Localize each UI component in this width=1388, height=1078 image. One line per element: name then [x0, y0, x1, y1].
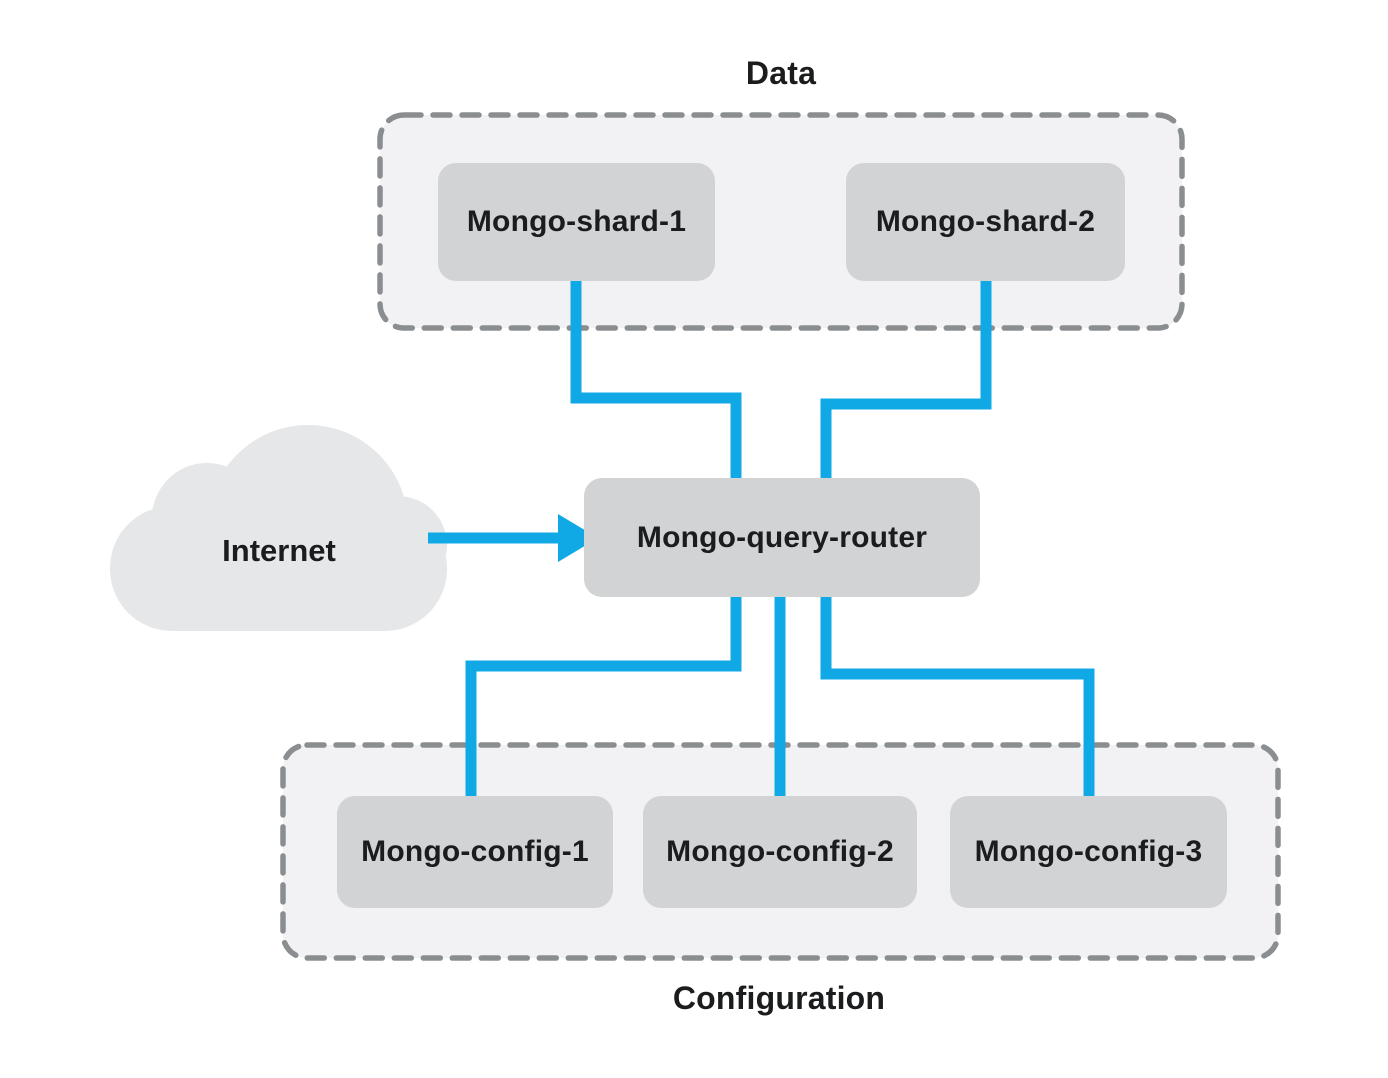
- node-label: Mongo-query-router: [636, 520, 928, 554]
- configuration-group-label: Configuration: [672, 980, 886, 1016]
- node-label: Mongo-config-2: [666, 835, 894, 868]
- connector-router-config3: [820, 593, 1095, 800]
- connector-router-config1: [465, 593, 742, 800]
- node-label: Mongo-shard-2: [875, 205, 1096, 238]
- internet-cloud-label: Internet: [222, 533, 336, 568]
- node-mongo-config-3: Mongo-config-3: [950, 796, 1227, 908]
- node-label: Mongo-config-1: [361, 835, 589, 868]
- cloud-icon: [110, 425, 447, 631]
- node-mongo-config-2: Mongo-config-2: [643, 796, 917, 908]
- node-label: Mongo-config-3: [974, 835, 1203, 868]
- arrow-icon: [428, 514, 598, 562]
- data-group-label: Data: [745, 55, 817, 91]
- node-mongo-shard-1: Mongo-shard-1: [438, 163, 715, 281]
- node-label: Mongo-shard-1: [466, 205, 687, 238]
- node-mongo-shard-2: Mongo-shard-2: [846, 163, 1125, 281]
- node-mongo-config-1: Mongo-config-1: [337, 796, 613, 908]
- connector-shard1-router: [570, 281, 742, 482]
- connector-shard2-router: [820, 281, 992, 482]
- node-mongo-query-router: Mongo-query-router: [584, 478, 980, 597]
